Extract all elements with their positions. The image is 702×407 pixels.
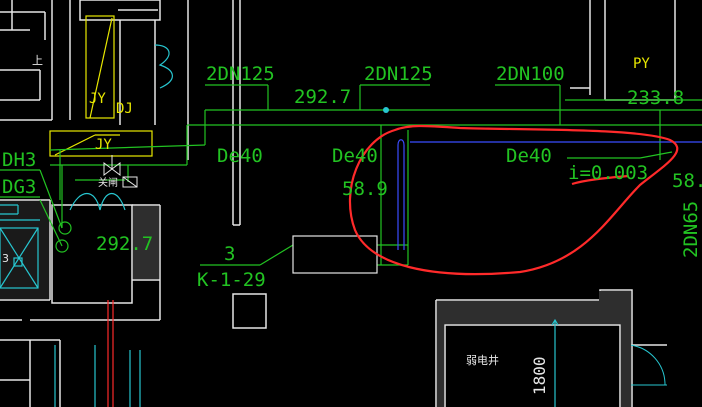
label-de40-left: De40 bbox=[217, 145, 263, 167]
label-length-left: 292.7 bbox=[96, 233, 153, 255]
label-dg3: DG3 bbox=[2, 176, 36, 198]
label-valve-note: 关闸 bbox=[98, 176, 118, 189]
valve-icon bbox=[103, 155, 138, 188]
label-slope: i=0.003 bbox=[568, 162, 648, 184]
label-length-mid: 58.9 bbox=[342, 178, 388, 200]
label-dn65: 2DN65 bbox=[680, 201, 702, 258]
label-jy-lower: JY bbox=[95, 137, 112, 153]
blue-pipe bbox=[397, 139, 702, 250]
label-length-top: 292.7 bbox=[294, 86, 351, 108]
label-dimension: 1800 bbox=[530, 356, 549, 395]
label-dn125-left: 2DN125 bbox=[206, 63, 275, 85]
label-jy-upper: JY bbox=[89, 91, 106, 107]
label-unit-no: 3 bbox=[224, 243, 235, 265]
label-py: PY bbox=[633, 56, 650, 72]
air-handler-unit[interactable] bbox=[292, 235, 378, 274]
walls bbox=[0, 0, 676, 407]
label-unit-code: K-1-29 bbox=[197, 269, 266, 291]
label-room: 弱电井 bbox=[466, 353, 499, 367]
label-dn125-mid: 2DN125 bbox=[364, 63, 433, 85]
cyan-fixtures bbox=[0, 44, 559, 407]
label-left-room-mark2: 3 bbox=[2, 252, 9, 265]
dh3-riser-icon bbox=[58, 221, 72, 235]
label-length-right-top: 233.8 bbox=[627, 87, 684, 109]
label-dj: DJ bbox=[116, 101, 133, 117]
label-de40-right: De40 bbox=[506, 145, 552, 167]
red-markup-underline bbox=[571, 174, 629, 186]
label-length-right: 58.9 bbox=[672, 170, 702, 192]
dg3-riser-icon bbox=[55, 239, 69, 253]
label-dn100: 2DN100 bbox=[496, 63, 565, 85]
label-de40-mid: De40 bbox=[332, 145, 378, 167]
green-pipes bbox=[0, 84, 702, 266]
yellow-shafts bbox=[49, 15, 153, 157]
label-left-room-mark: 上 bbox=[32, 54, 43, 67]
pipe-junction-dot bbox=[383, 107, 389, 113]
red-pipe bbox=[107, 300, 114, 407]
label-dh3: DH3 bbox=[2, 149, 36, 171]
red-markup-circle bbox=[348, 124, 679, 276]
